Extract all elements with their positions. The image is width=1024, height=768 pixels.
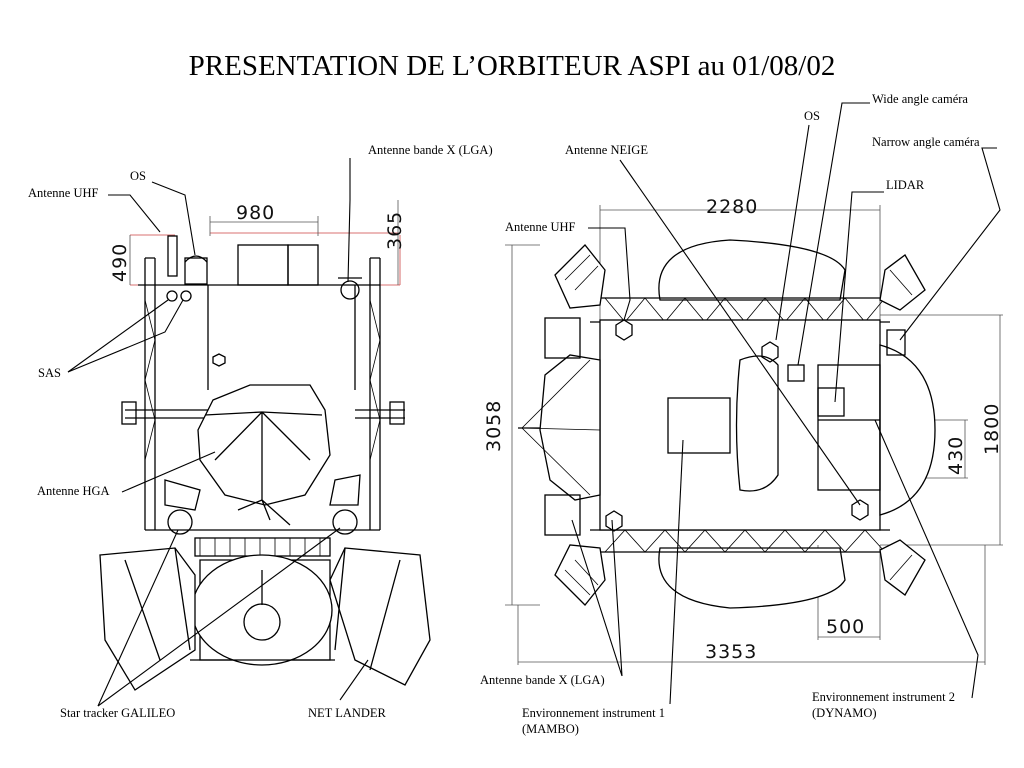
dimension-2280: 2280 <box>706 196 758 218</box>
label-env-instrument-2: Environnement instrument 2 <box>812 690 956 704</box>
dimension-490: 490 <box>109 243 131 282</box>
net-lander-left <box>99 547 196 691</box>
right-orbiter-view: 2280 3058 1800 430 500 3353 <box>483 196 1003 665</box>
dimension-3353: 3353 <box>705 641 757 663</box>
dimension-1800: 1800 <box>981 403 1003 455</box>
dimension-365: 365 <box>384 211 406 250</box>
instrument-1-box <box>667 397 731 454</box>
dimension-3058: 3058 <box>483 400 505 452</box>
label-left-antenne-uhf: Antenne UHF <box>28 186 99 200</box>
top-box-2 <box>287 244 319 286</box>
dimension-430: 430 <box>945 436 967 475</box>
label-left-os: OS <box>130 169 146 183</box>
os-sensor-top <box>787 364 805 382</box>
dimension-500: 500 <box>826 616 865 638</box>
lidar <box>817 387 845 417</box>
net-lander-top <box>658 239 846 301</box>
label-sas: SAS <box>38 366 61 380</box>
leader-lines <box>67 102 1001 707</box>
label-net-lander: NET LANDER <box>308 706 386 720</box>
label-left-antenne-bande-x: Antenne bande X (LGA) <box>368 143 493 157</box>
hga-dish-top <box>539 354 601 501</box>
label-right-antenne-bande-x: Antenne bande X (LGA) <box>480 673 605 687</box>
star-tracker-right <box>332 509 358 535</box>
label-lidar: LIDAR <box>886 178 925 192</box>
label-env-instrument-1-name: (MAMBO) <box>522 722 579 736</box>
uhf-antenna <box>167 235 178 277</box>
label-antenne-hga: Antenne HGA <box>37 484 110 498</box>
sas-1 <box>166 290 178 302</box>
lga-antenna <box>340 280 360 300</box>
label-star-tracker: Star tracker GALILEO <box>60 706 176 720</box>
page-title: PRESENTATION DE L’ORBITEUR ASPI au 01/08… <box>188 50 836 82</box>
left-orbiter-view: 980 490 365 <box>99 200 431 691</box>
label-env-instrument-2-name: (DYNAMO) <box>812 706 877 720</box>
label-narrow-angle-camera: Narrow angle caméra <box>872 135 980 149</box>
hga-antenna <box>197 384 331 506</box>
label-antenne-neige: Antenne NEIGE <box>565 143 648 157</box>
top-box-1 <box>237 244 289 286</box>
label-right-os: OS <box>804 109 820 123</box>
label-right-antenne-uhf: Antenne UHF <box>505 220 576 234</box>
label-env-instrument-1: Environnement instrument 1 <box>522 706 666 720</box>
sas-2 <box>180 290 192 302</box>
neige-antenna <box>735 355 779 492</box>
narrow-angle-camera <box>886 329 906 356</box>
os-sensor <box>184 257 208 285</box>
net-lander-bottom <box>658 547 846 609</box>
net-lander-right <box>329 547 431 686</box>
label-wide-angle-camera: Wide angle caméra <box>872 92 968 106</box>
lga-antenna-top <box>605 510 623 532</box>
star-tracker-left <box>167 509 193 535</box>
dimension-980: 980 <box>236 202 275 224</box>
